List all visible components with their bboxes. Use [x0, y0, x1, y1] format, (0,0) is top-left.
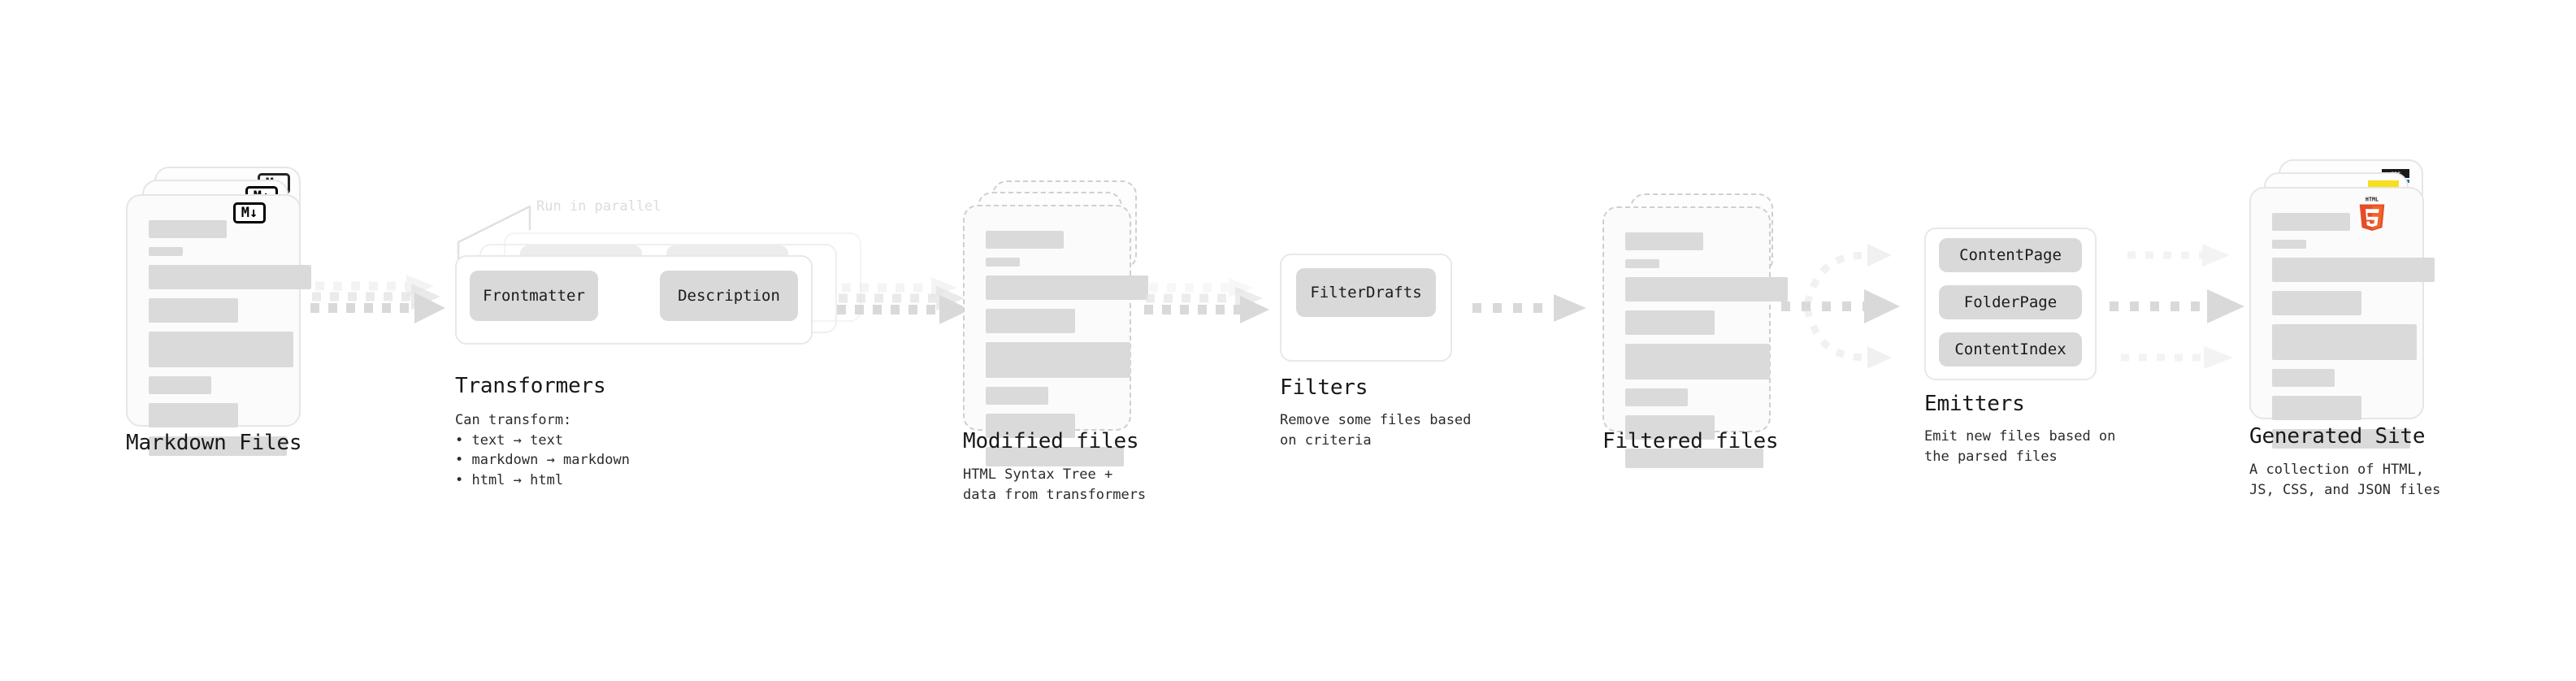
emitters-description: Emit new files based on the parsed files — [1924, 428, 2116, 465]
filter-node-filterdrafts[interactable]: FilterDrafts — [1296, 268, 1436, 317]
content-bar — [986, 231, 1064, 249]
modified-files-description: HTML Syntax Tree + data from transformer… — [963, 466, 1147, 503]
modified-sheet-content — [965, 206, 1148, 466]
run-in-parallel-label: Run in parallel — [536, 198, 661, 215]
content-bar — [149, 298, 238, 323]
transformers-title: Transformers — [455, 374, 606, 398]
arrow-transformers-to-modified — [837, 277, 970, 324]
content-bar — [986, 309, 1075, 333]
generated-site-title: Generated Site — [2249, 424, 2426, 449]
run-in-parallel-bracket — [457, 205, 531, 265]
content-bar — [1625, 259, 1659, 268]
content-bar — [2272, 213, 2350, 231]
arrow-filtered-to-emitters-branching — [1781, 244, 1900, 369]
modified-files-title: Modified files — [963, 429, 1139, 453]
content-bar — [2272, 396, 2361, 420]
content-bar — [1625, 388, 1688, 406]
content-bar — [149, 376, 211, 394]
content-bar — [1625, 344, 1770, 380]
html5-icon: HTML — [2359, 197, 2385, 231]
modified-sheet-front — [963, 205, 1148, 466]
content-bar — [986, 258, 1020, 267]
generated-site-description: A collection of HTML, JS, CSS, and JSON … — [2249, 462, 2441, 498]
filtered-sheet-content — [1604, 208, 1788, 468]
markdown-icon: M↓ — [233, 202, 266, 223]
markdown-sheet-front — [126, 194, 311, 456]
content-bar — [2272, 291, 2361, 315]
filtered-files-title: Filtered files — [1602, 429, 1779, 453]
filters-description: Remove some files based on criteria — [1280, 412, 1472, 449]
content-bar — [1625, 310, 1715, 335]
content-bar — [1625, 232, 1703, 250]
content-bar — [2272, 429, 2410, 449]
content-bar — [1625, 277, 1788, 301]
content-bar — [2272, 324, 2417, 360]
content-bar — [986, 342, 1130, 378]
content-bar — [149, 247, 183, 256]
content-bar — [986, 275, 1148, 300]
transformer-node-frontmatter[interactable]: Frontmatter — [470, 271, 598, 321]
emitter-node-contentpage[interactable]: ContentPage — [1939, 238, 2082, 272]
content-bar — [2272, 369, 2335, 387]
content-bar — [1625, 449, 1763, 468]
generated-sheet-content — [2251, 189, 2435, 449]
markdown-sheet-content — [128, 196, 311, 456]
arrow-emitters-to-generated-site — [2110, 244, 2244, 369]
transformers-description: Can transform: • text → text • markdown … — [455, 412, 630, 488]
filtered-sheet-front — [1602, 206, 1788, 468]
content-bar — [1625, 415, 1715, 440]
generated-sheet-front — [2249, 187, 2435, 449]
content-bar — [149, 403, 238, 427]
arrow-markdown-to-transformers — [310, 275, 445, 323]
transformer-node-description[interactable]: Description — [660, 271, 798, 321]
content-bar — [986, 447, 1124, 466]
markdown-files-card-stack: M↓ M↓ M↓ — [126, 167, 311, 456]
filtered-files-card-stack — [1602, 193, 1788, 468]
content-bar — [149, 265, 311, 289]
content-bar — [149, 436, 287, 456]
content-bar — [149, 332, 293, 367]
arrow-modified-to-filters — [1144, 278, 1269, 323]
arrow-filters-to-filtered — [1472, 294, 1586, 322]
content-bar — [986, 387, 1048, 405]
generated-site-card-stack: CSS HTML — [2249, 159, 2435, 449]
modified-files-card-stack — [963, 180, 1148, 466]
content-bar — [2272, 258, 2435, 282]
content-bar — [149, 220, 227, 238]
content-bar — [2272, 240, 2306, 249]
emitters-title: Emitters — [1924, 392, 2025, 416]
svg-text:HTML: HTML — [2366, 197, 2379, 203]
emitter-node-contentindex[interactable]: ContentIndex — [1939, 332, 2082, 367]
content-bar — [986, 414, 1075, 438]
filters-title: Filters — [1280, 375, 1368, 400]
markdown-files-title: Markdown Files — [126, 431, 302, 455]
emitter-node-folderpage[interactable]: FolderPage — [1939, 285, 2082, 319]
